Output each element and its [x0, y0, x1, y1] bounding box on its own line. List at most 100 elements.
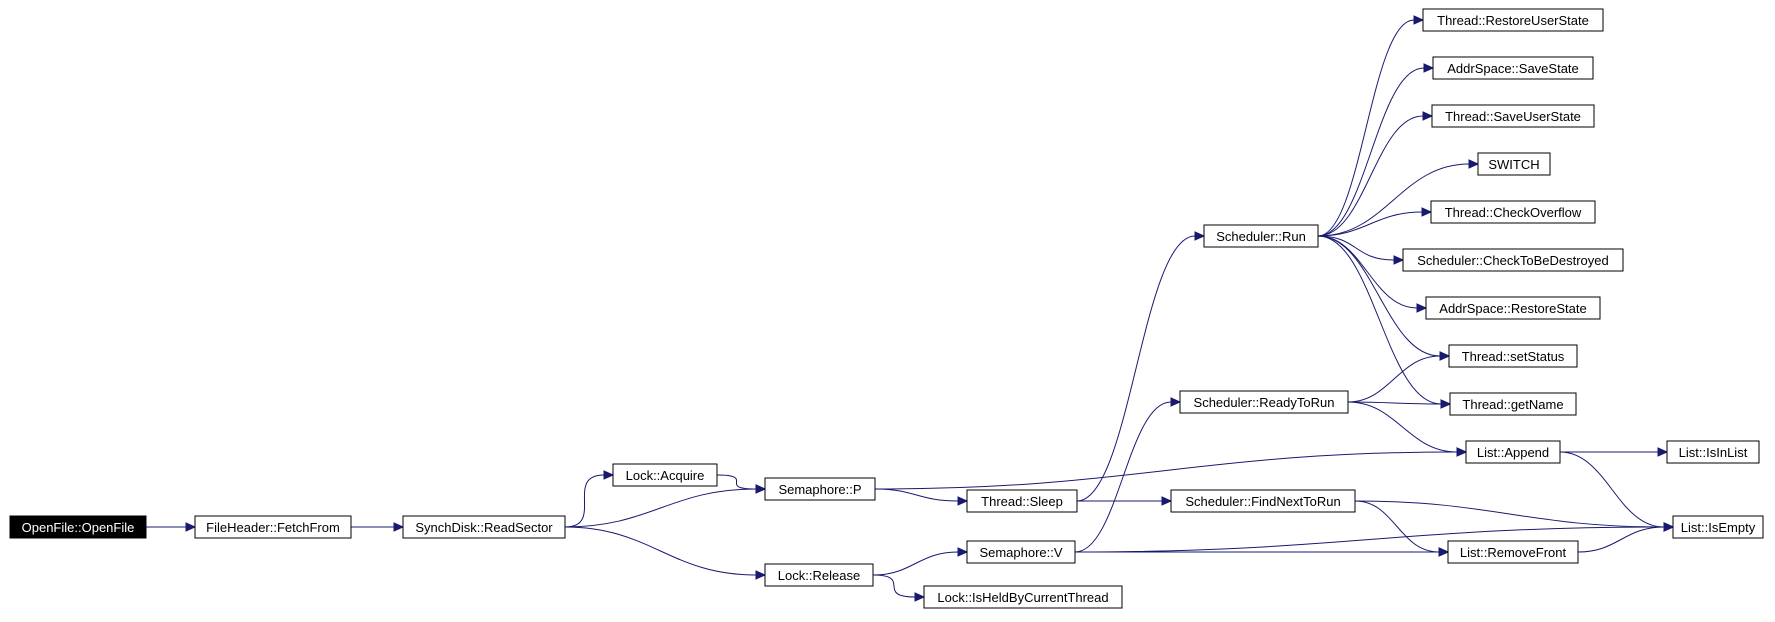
edge-readytorun-to-setstatus [1347, 355, 1441, 403]
node-semp[interactable]: Semaphore::P [764, 477, 876, 501]
node-label: AddrSpace::SaveState [1447, 61, 1579, 76]
node-threadsleep[interactable]: Thread::Sleep [966, 489, 1078, 513]
node-removefront[interactable]: List::RemoveFront [1447, 540, 1579, 564]
edge-lockrelease-to-isheld [872, 574, 916, 598]
edge-readytorun-to-getname [1347, 401, 1442, 405]
node-semv[interactable]: Semaphore::V [966, 540, 1076, 564]
node-isinlist[interactable]: List::IsInList [1666, 440, 1760, 464]
node-box [1465, 440, 1561, 464]
node-box [1170, 489, 1356, 513]
node-label: Scheduler::Run [1216, 229, 1306, 244]
node-lockrelease[interactable]: Lock::Release [764, 563, 874, 587]
node-box [966, 489, 1078, 513]
edge-schedrun-to-restorestate [1317, 235, 1418, 309]
node-box [764, 477, 876, 501]
edge-schedrun-to-restoreuser [1317, 19, 1415, 237]
edge-schedrun-to-setstatus [1317, 235, 1441, 357]
arrowhead [1421, 207, 1433, 217]
arrowhead [1657, 447, 1669, 457]
node-label: AddrSpace::RestoreState [1439, 301, 1586, 316]
node-saveuser[interactable]: Thread::SaveUserState [1431, 104, 1595, 128]
node-switch[interactable]: SWITCH [1477, 152, 1551, 176]
node-isempty[interactable]: List::IsEmpty [1672, 515, 1764, 539]
node-box [1477, 152, 1551, 176]
node-restoreuser[interactable]: Thread::RestoreUserState [1422, 8, 1604, 32]
node-schedrun[interactable]: Scheduler::Run [1203, 224, 1319, 248]
node-label: Scheduler::FindNextToRun [1185, 494, 1340, 509]
edge-schedrun-to-checkoverflow [1317, 211, 1423, 237]
arrowhead [1194, 231, 1206, 241]
node-label: Lock::Release [778, 568, 860, 583]
node-box [1672, 515, 1764, 539]
edge-readytorun-to-append [1347, 401, 1458, 453]
node-lockacquire[interactable]: Lock::Acquire [612, 463, 718, 487]
arrowhead [1422, 111, 1434, 121]
node-label: List::IsEmpty [1681, 520, 1756, 535]
node-checkoverflow[interactable]: Thread::CheckOverflow [1430, 200, 1596, 224]
edge-schedrun-to-saveuser [1317, 115, 1424, 237]
node-label: Thread::setStatus [1462, 349, 1565, 364]
node-box [9, 515, 147, 539]
node-box [1448, 344, 1578, 368]
node-label: List::Append [1477, 445, 1549, 460]
node-getname[interactable]: Thread::getName [1449, 392, 1577, 416]
edge-schedrun-to-switch [1317, 163, 1470, 237]
node-findnext[interactable]: Scheduler::FindNextToRun [1170, 489, 1356, 513]
node-label: Scheduler::ReadyToRun [1194, 395, 1335, 410]
arrowhead [957, 496, 969, 506]
arrowhead [1423, 63, 1435, 73]
node-box [1430, 200, 1596, 224]
node-box [1402, 248, 1624, 272]
node-box [923, 585, 1123, 609]
node-label: Thread::CheckOverflow [1445, 205, 1582, 220]
arrowhead [1663, 522, 1675, 532]
arrowhead [1161, 496, 1173, 506]
node-label: Thread::getName [1462, 397, 1563, 412]
arrowhead [603, 470, 615, 480]
edge-readsector-to-lockrelease [564, 526, 757, 576]
node-readsector[interactable]: SynchDisk::ReadSector [402, 515, 566, 539]
node-label: List::IsInList [1679, 445, 1748, 460]
node-box [1449, 392, 1577, 416]
node-readytorun[interactable]: Scheduler::ReadyToRun [1179, 390, 1349, 414]
node-restorestate[interactable]: AddrSpace::RestoreState [1425, 296, 1601, 320]
node-label: SynchDisk::ReadSector [415, 520, 553, 535]
node-box [194, 515, 352, 539]
node-box [1422, 8, 1604, 32]
edge-semp-to-threadsleep [874, 488, 959, 502]
node-box [1431, 104, 1595, 128]
node-box [402, 515, 566, 539]
arrowhead [1468, 159, 1480, 169]
arrowhead [957, 547, 969, 557]
node-label: Semaphore::V [979, 545, 1062, 560]
node-label: List::RemoveFront [1460, 545, 1567, 560]
arrowhead [755, 484, 767, 494]
node-box [764, 563, 874, 587]
node-label: OpenFile::OpenFile [22, 520, 135, 535]
node-fetchfrom[interactable]: FileHeader::FetchFrom [194, 515, 352, 539]
arrowhead [1438, 547, 1450, 557]
edges-layer [146, 15, 1675, 602]
node-box [1447, 540, 1579, 564]
node-openfile[interactable]: OpenFile::OpenFile [9, 515, 147, 539]
edge-findnext-to-removefront [1354, 500, 1440, 553]
node-label: Lock::Acquire [626, 468, 705, 483]
edge-findnext-to-isempty [1354, 500, 1665, 528]
node-append[interactable]: List::Append [1465, 440, 1561, 464]
edge-threadsleep-to-schedrun [1076, 235, 1196, 502]
node-box [1425, 296, 1601, 320]
node-box [1179, 390, 1349, 414]
node-setstatus[interactable]: Thread::setStatus [1448, 344, 1578, 368]
edge-removefront-to-isempty [1577, 526, 1665, 553]
node-savestate[interactable]: AddrSpace::SaveState [1432, 56, 1594, 80]
node-label: Semaphore::P [778, 482, 861, 497]
node-label: FileHeader::FetchFrom [206, 520, 340, 535]
node-box [612, 463, 718, 487]
node-isheld[interactable]: Lock::IsHeldByCurrentThread [923, 585, 1123, 609]
node-label: Thread::Sleep [981, 494, 1063, 509]
edge-schedrun-to-checktobedestroyed [1317, 235, 1395, 261]
arrowhead [1440, 399, 1452, 409]
node-box [1432, 56, 1594, 80]
node-checktobedestroyed[interactable]: Scheduler::CheckToBeDestroyed [1402, 248, 1624, 272]
edge-schedrun-to-getname [1317, 235, 1442, 405]
